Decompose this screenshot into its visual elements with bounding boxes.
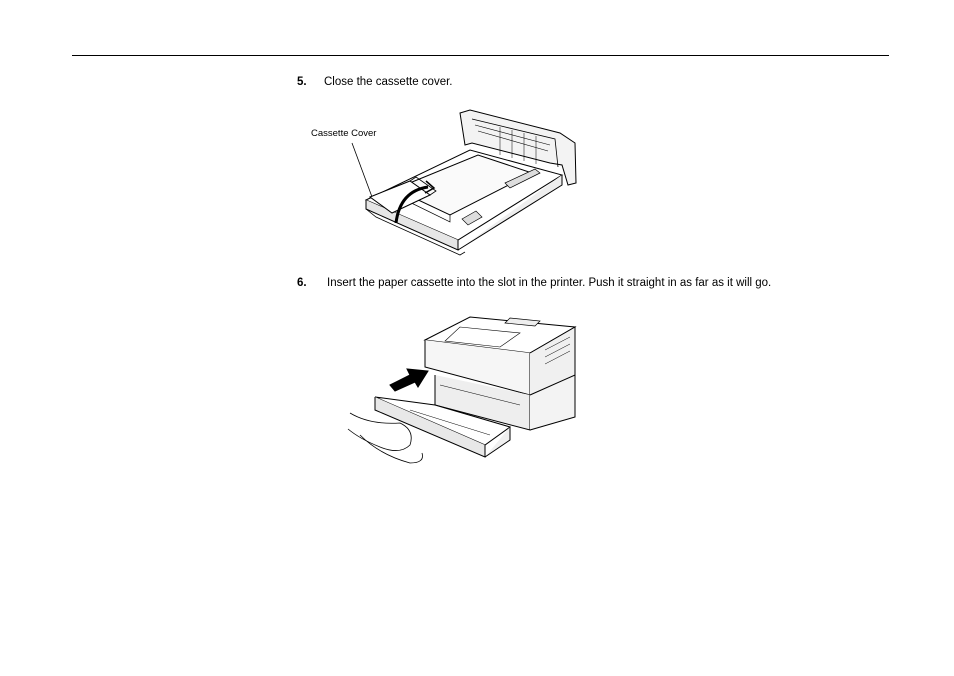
step-5-text: Close the cassette cover. xyxy=(324,76,453,88)
step-6-text: Insert the paper cassette into the slot … xyxy=(327,277,772,289)
step-5-number: 5. xyxy=(297,76,307,88)
header-rule xyxy=(72,55,889,56)
step-6-number: 6. xyxy=(297,277,307,289)
cassette-cover-callout: Cassette Cover xyxy=(311,128,377,139)
cassette-cover-illustration xyxy=(300,105,590,265)
insert-cassette-illustration xyxy=(340,305,590,490)
